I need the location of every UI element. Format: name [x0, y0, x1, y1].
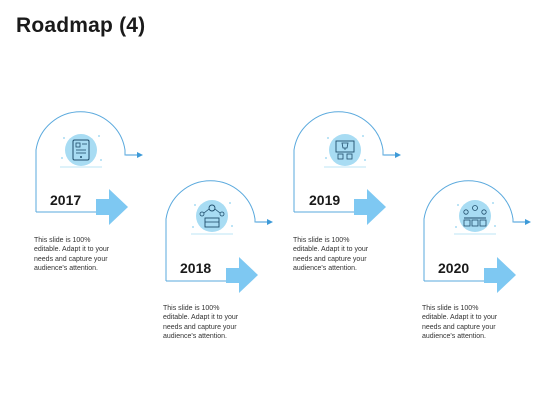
- year-label-2020: 2020: [438, 260, 470, 276]
- milestone-2018: [165, 180, 273, 293]
- presentation-trophy-icon: [324, 134, 366, 168]
- description-2019: This slide is 100% editable. Adapt it to…: [293, 236, 393, 274]
- milestone-2019: [293, 111, 401, 225]
- milestone-outline: [423, 180, 526, 281]
- description-line: This slide is 100%: [34, 237, 91, 244]
- network-boxes-icon: [191, 200, 233, 235]
- big-arrow: [96, 189, 128, 225]
- description-line: editable. Adapt it to your: [34, 246, 110, 254]
- year-label-2017: 2017: [50, 192, 82, 208]
- description-line: editable. Adapt it to your: [422, 314, 498, 322]
- description-2018: This slide is 100% editable. Adapt it to…: [163, 304, 263, 342]
- description-line: audience's attention.: [34, 265, 98, 273]
- description-line: editable. Adapt it to your: [163, 314, 239, 322]
- big-arrow: [226, 257, 258, 293]
- smartphone-icon: [60, 134, 102, 168]
- description-line: This slide is 100%: [163, 305, 220, 312]
- big-arrow: [354, 189, 386, 225]
- team-meeting-icon: [454, 200, 496, 235]
- milestone-outline: [293, 111, 396, 212]
- description-line: needs and capture your: [163, 323, 237, 331]
- description-line: editable. Adapt it to your: [293, 246, 369, 254]
- description-line: This slide is 100%: [422, 305, 479, 312]
- description-line: needs and capture your: [422, 323, 496, 331]
- milestone-outline: [35, 111, 138, 212]
- description-line: needs and capture your: [293, 255, 367, 263]
- description-2017: This slide is 100% editable. Adapt it to…: [34, 236, 134, 274]
- description-line: audience's attention.: [422, 333, 486, 341]
- page-title: Roadmap (4): [16, 14, 146, 37]
- description-2020: This slide is 100% editable. Adapt it to…: [422, 304, 522, 342]
- description-line: audience's attention.: [293, 265, 357, 273]
- description-line: audience's attention.: [163, 333, 227, 341]
- milestone-outline: [165, 180, 268, 281]
- description-line: This slide is 100%: [293, 237, 350, 244]
- year-label-2019: 2019: [309, 192, 341, 208]
- milestone-2020: [423, 180, 531, 293]
- year-label-2018: 2018: [180, 260, 212, 276]
- milestone-2017: [35, 111, 143, 225]
- big-arrow: [484, 257, 516, 293]
- description-line: needs and capture your: [34, 255, 108, 263]
